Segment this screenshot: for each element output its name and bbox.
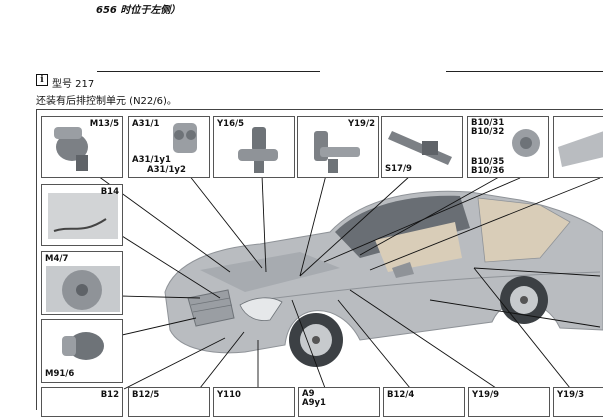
component-box-a9: A9 A9y1 (298, 387, 380, 417)
valve-icon (238, 127, 278, 173)
label-y110: Y110 (217, 390, 241, 400)
component-box-y16-5: Y16/5 (213, 116, 295, 178)
divider-left (97, 71, 320, 72)
label-b12-5: B12/5 (132, 390, 160, 400)
label-b10-32: B10/32 (471, 127, 505, 137)
label-b10-35: B10/35 (471, 157, 505, 167)
label-b14: B14 (100, 187, 119, 197)
solenoid-valve-icon (314, 131, 360, 173)
model-label: 型号 217 (52, 79, 95, 90)
component-box-dash (553, 116, 603, 178)
motor-icon (62, 332, 104, 360)
component-box-s17-9: S17/9 (381, 116, 463, 178)
component-box-b10: B10/31 B10/32 B10/35 B10/36 (467, 116, 549, 178)
component-box-y110: Y110 (213, 387, 295, 417)
component-box-y19-9: Y19/9 (468, 387, 550, 417)
component-box-y19-3: Y19/3 (553, 387, 603, 417)
leader-lines (75, 149, 601, 390)
component-box-m91-6: M91/6 (41, 319, 123, 383)
divider-right (446, 71, 603, 72)
label-a31-1: A31/1 (132, 119, 160, 129)
component-box-y19-2: Y19/2 (297, 116, 379, 178)
label-y16-5: Y16/5 (217, 119, 245, 129)
component-box-b14: B14 (41, 184, 123, 246)
valve-block-icon (173, 123, 197, 153)
component-box-a31-1: A31/1 A31/1y1 A31/1y2 (128, 116, 210, 178)
top-note: 656 时位于左侧） (96, 5, 181, 16)
component-box-b12-5: B12/5 (128, 387, 210, 417)
label-b10-31: B10/31 (471, 118, 505, 128)
diagram-frame (36, 109, 603, 410)
label-a9: A9 (302, 389, 315, 399)
sensor-icon (48, 193, 118, 239)
label-y19-3: Y19/3 (557, 390, 585, 400)
label-s17-9: S17/9 (385, 164, 412, 174)
info-icon: i (36, 74, 48, 86)
label-a9y1: A9y1 (302, 398, 326, 408)
component-box-b12-4: B12/4 (383, 387, 465, 417)
description-text: 还装有后排控制单元 (N22/6)。 (36, 96, 177, 107)
label-b10-36: B10/36 (471, 166, 505, 176)
component-box-b12: B12 (41, 387, 123, 417)
dashboard-icon (558, 131, 603, 167)
component-box-m4-7: M4/7 (41, 251, 123, 315)
label-y19-2: Y19/2 (347, 119, 375, 129)
label-m13-5: M13/5 (89, 119, 119, 129)
component-box-m13-5: M13/5 (41, 116, 123, 178)
label-b12: B12 (100, 390, 119, 400)
label-a31-1y1: A31/1y1 (132, 155, 171, 165)
sensor-cluster-icon (512, 129, 540, 157)
fan-icon (46, 266, 120, 312)
label-y19-9: Y19/9 (472, 390, 500, 400)
switch-icon (388, 131, 452, 165)
label-a31-1y2: A31/1y2 (147, 165, 186, 175)
label-m91-6: M91/6 (45, 369, 75, 379)
label-b12-4: B12/4 (387, 390, 415, 400)
label-m4-7: M4/7 (45, 254, 69, 264)
pump-icon (54, 127, 88, 171)
